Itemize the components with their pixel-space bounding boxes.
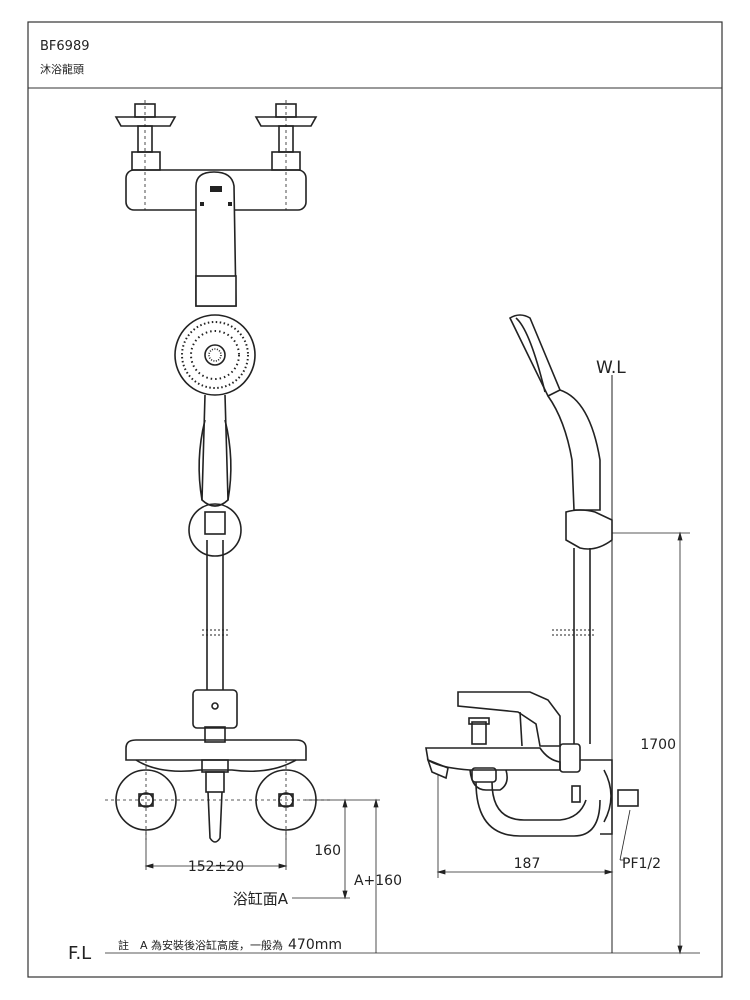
note-prefix: 註 [118,939,129,952]
product-name: 沐浴龍頭 [40,62,84,76]
pipe-thread-label: PF1/2 [622,856,661,872]
diverter-block [192,689,238,743]
wall-height-dimension: 160 [314,843,341,859]
bath-mixer-body [125,739,307,843]
note-text: A 為安裝後浴缸高度，一般為 [140,938,283,952]
floor-line-label: F.L [68,943,91,964]
front-dimensions [105,798,700,954]
spout-projection-dimension: 187 [514,856,541,872]
height-from-floor-dimension: A+160 [354,873,402,889]
slide-bar [202,540,228,690]
connector-centerlines [105,760,330,840]
bathtub-surface-label: 浴缸面A [233,890,289,908]
front-view [105,100,330,843]
top-mixer-body [114,103,318,307]
slide-bracket [188,503,242,557]
side-mixer [425,691,639,837]
front-centerlines [144,100,287,210]
drawing-frame [27,21,723,978]
hand-shower-head [174,314,256,507]
side-slide-bar [552,548,596,744]
total-height-dimension: 1700 [640,737,676,753]
side-dimensions [436,531,690,955]
water-line-label: W.L [596,358,626,378]
inlet-spacing-dimension: 152±20 [188,859,244,875]
model-number: BF6989 [40,39,89,54]
note-value: 470mm [288,937,342,953]
side-hand-shower [508,314,613,550]
side-view [425,314,639,953]
